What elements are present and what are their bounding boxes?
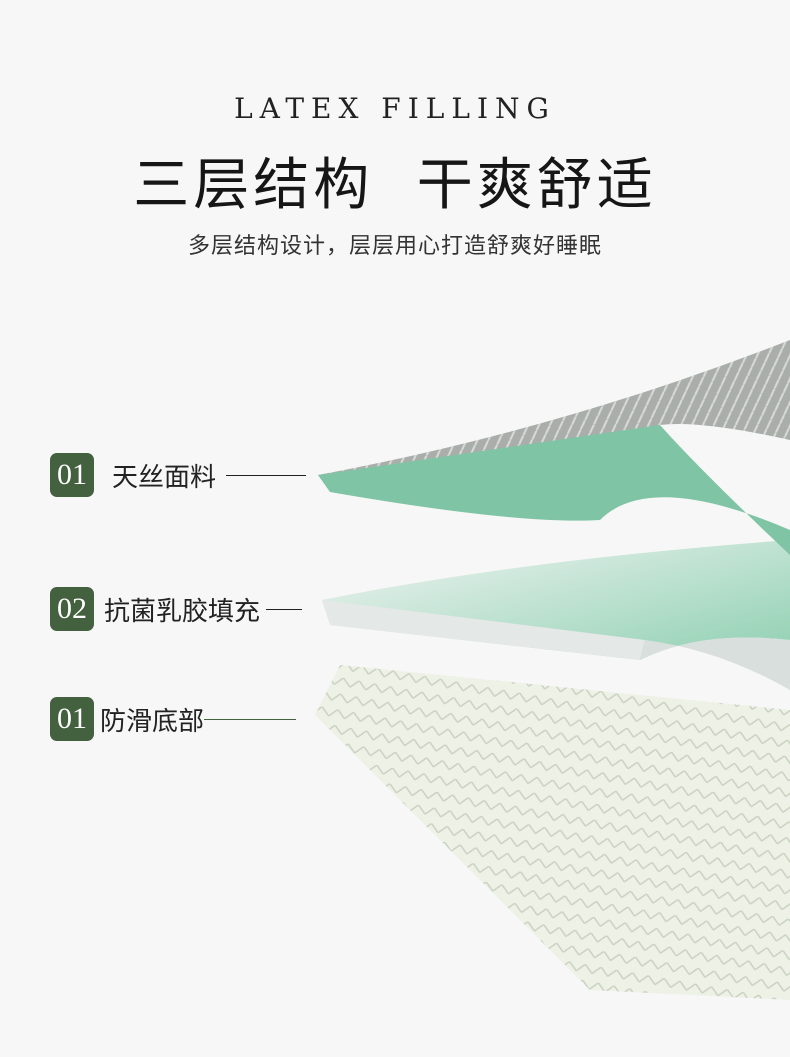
fabric-layer (318, 340, 790, 555)
subtitle: 多层结构设计，层层用心打造舒爽好睡眠 (187, 234, 602, 259)
layer-number-badge: 02 (50, 587, 94, 631)
layer-label-text: 天丝面料 (112, 462, 217, 493)
leader-line (226, 474, 307, 476)
leader-line (266, 608, 303, 610)
layer-label-bottom: 01 防滑底部 (50, 697, 297, 741)
layer-number-badge: 01 (50, 697, 94, 741)
leader-line (204, 718, 297, 720)
layer-label-text: 防滑底部 (100, 706, 205, 737)
page-title: 三层结构 干爽舒适 (133, 153, 657, 218)
latex-layer (322, 540, 790, 690)
bottom-layer (315, 665, 790, 1000)
layer-number-badge: 01 (50, 453, 94, 497)
layer-label-text: 抗菌乳胶填充 (104, 596, 261, 627)
english-title: LATEX FILLING (234, 92, 556, 125)
layer-label-latex: 02 抗菌乳胶填充 (50, 587, 303, 631)
layer-label-fabric: 01 天丝面料 (50, 453, 307, 497)
